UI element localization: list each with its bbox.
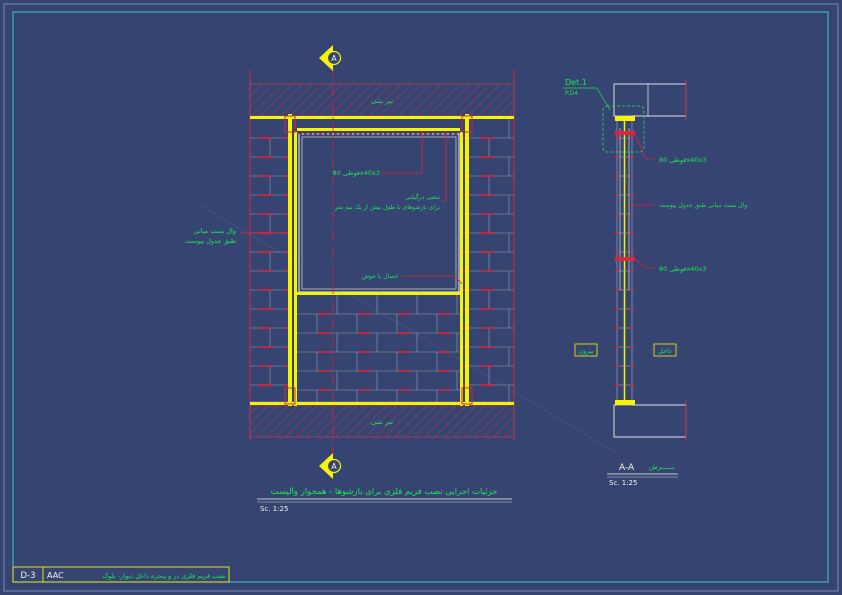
wallpost-left [288,114,292,406]
wallpost-right [465,114,469,406]
section-block-joints [615,137,634,386]
title-block: D-3 نصب فریم فلزی در و پنجره داخل دیوار-… [12,566,230,583]
section-marker-top: A [319,45,342,71]
frame-jamb-right [460,132,463,406]
system-code: AAC [47,571,64,580]
weld-note: اتصال با جوش [362,273,399,280]
outside-label-box [574,343,598,357]
frame-sill [297,292,460,295]
anchor-note-line2: برای بازشوهای با طول بیش از یک نیم متر [334,204,440,211]
section-marker-bottom: A [319,453,342,479]
title-block-frame [12,566,230,583]
section-marker-bottom-letter: A [331,462,337,471]
frame-head [297,128,460,131]
anchor-note-line1: نبشی درگیلنی [405,193,440,201]
section-head-profile [615,131,635,135]
outside-label: بیرون [578,347,593,355]
bottom-beam-label: تیر بتنی [371,418,393,426]
bottom-track [250,402,514,405]
connection-clips [284,115,473,405]
elevation-title: جزئیات اجرایی نصب فریم فلزی برای بازشوها… [270,487,497,497]
wallpost-note-line1: وال پست میانی [194,227,236,235]
top-deflection-track [250,116,514,119]
section-wallpost-note: وال پست میانی طبق جدول پیوست [659,202,747,209]
section-title-code: A-A [619,463,635,473]
wallpost-note-line2: طبق جدول پیوست [185,237,236,245]
inside-label: داخل [658,347,672,355]
section-view: Det.1 P.D4 قوطی 80x40x3 وال پست میانی طب… [563,78,747,487]
top-concrete-beam [249,83,515,117]
section-bottom-track [615,400,635,405]
section-title-word: بـــــرش [649,462,675,471]
section-scale: Sc. 1:25 [609,479,637,487]
sheet-code: D-3 [20,571,35,581]
detail-sheet: P.D4 [565,90,578,97]
elevation-view: تیر بتنی تیر بتنی A [185,45,515,513]
profile-note: قوطی 80x40x3 [332,169,380,177]
section-profile-note-top: قوطی 80x40x3 [659,156,707,164]
title-block-description: نصب فریم فلزی در و پنجره داخل دیوار- بلو… [103,572,227,580]
window-opening-inner [301,136,457,290]
elevation-scale: Sc. 1:25 [260,505,288,513]
window-opening [298,133,460,293]
leader-lines [240,131,463,285]
outer-frame [3,3,839,592]
section-sill-profile [615,257,635,261]
section-marker-top-letter: A [331,54,337,63]
frame-jamb-left [294,132,297,406]
detail-ref: Det.1 [565,78,587,87]
diagonal-construction-line [199,204,621,456]
section-top-track [615,116,635,121]
inside-label-box [653,343,677,357]
top-beam-label: تیر بتنی [371,97,393,105]
section-profile-note-bottom: قوطی 80x40x3 [659,265,707,273]
inner-frame [12,11,829,583]
section-leaders [628,133,654,269]
bottom-concrete-beam [249,404,515,438]
detail-ref-leader [596,87,611,111]
detail-callout-box [602,105,645,153]
